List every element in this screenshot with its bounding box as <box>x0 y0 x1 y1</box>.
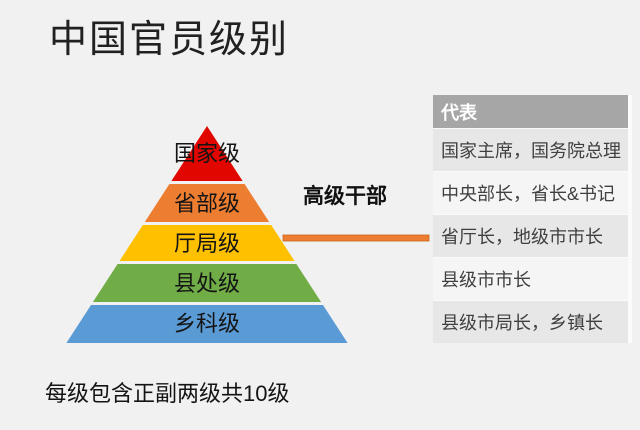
pyramid-level-4-label: 县处级 <box>173 271 240 296</box>
pyramid-level-5-label: 乡科级 <box>173 311 240 336</box>
senior-cadre-annotation: 高级干部 <box>303 185 387 208</box>
representatives-table: 代表 国家主席，国务院总理 中央部长，省长&书记 省厅长，地级市市长 县级市市长… <box>433 95 632 343</box>
pyramid-level-2-shape <box>144 184 270 222</box>
pyramid-level-2-label: 省部级 <box>173 191 240 216</box>
table-row: 中央部长，省长&书记 <box>433 171 628 214</box>
pyramid-level-3-shape <box>119 225 295 261</box>
pyramid-level-4-shape <box>92 264 322 302</box>
table-row: 县级市局长，乡镇长 <box>433 300 628 343</box>
table-row: 国家主席，国务院总理 <box>433 128 628 171</box>
pyramid-level-3-label: 厅局级 <box>173 231 240 256</box>
pyramid-level-1-label: 国家级 <box>173 141 240 166</box>
page-title: 中国官员级别 <box>49 19 290 61</box>
table-row: 县级市市长 <box>433 257 628 300</box>
footnote: 每级包含正副两级共10级 <box>45 381 290 406</box>
connector-line <box>282 234 430 242</box>
pyramid-level-5-shape <box>66 305 348 343</box>
pyramid-level-1-shape <box>171 126 243 181</box>
table-row: 省厅长，地级市市长 <box>433 214 628 257</box>
table-header: 代表 <box>433 95 628 128</box>
